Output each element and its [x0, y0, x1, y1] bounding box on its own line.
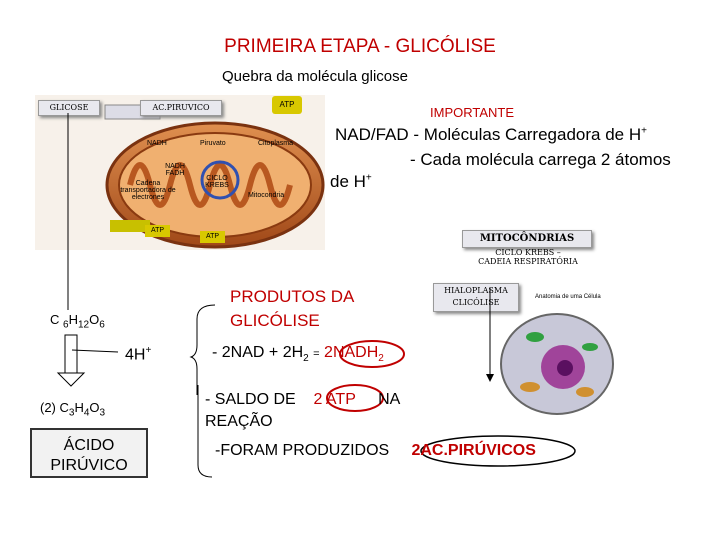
- nadh-label: NADH: [147, 140, 167, 147]
- page-title: PRIMEIRA ETAPA - GLICÓLISE: [224, 36, 496, 57]
- pyruvate-formula: (2) C3H4O3: [40, 400, 106, 419]
- mitocondria-label: Mitocondria: [248, 192, 285, 199]
- acpiruvico-label: AC.PIRUVICO: [140, 100, 222, 116]
- atp-badge-1: ATP: [145, 225, 170, 237]
- nad-line-1: NAD/FAD - Moléculas Carregadora de H+: [335, 125, 647, 144]
- important-label: IMPORTANTE: [430, 105, 515, 120]
- mitocondrias-label: MITOCÔNDRIAS: [462, 230, 592, 248]
- cell-title: Anatomia de uma Célula: [535, 294, 601, 300]
- cell-diagram: [500, 313, 614, 415]
- ciclo-krebs-label: CICLO KREBS: [205, 175, 229, 189]
- citoplasma-label: Citoplasma: [258, 140, 294, 147]
- cadeia-label: Cadena transportadora de electrones: [120, 180, 176, 201]
- nad-line-3: de H+: [330, 172, 372, 191]
- produtos-heading: PRODUTOS DA GLICÓLISE: [230, 287, 355, 330]
- glicose-label: GLICOSE: [38, 100, 100, 116]
- hydrogen-ions: 4H+: [125, 345, 152, 364]
- page-subtitle: Quebra da molécula glicose: [222, 68, 408, 85]
- mitochondria-diagram: [35, 95, 325, 250]
- nadh-fadh-label: NADH FADH: [165, 163, 185, 177]
- piruvato-label: Piruvato: [200, 140, 226, 147]
- ciclo-cadeia-label: CICLO KREBS – CADEIA RESPIRATÓRIA: [478, 248, 578, 266]
- hialoplasma-label: HIALOPLASMA CLICÓLISE: [433, 283, 519, 312]
- acido-piruvico-box: ÁCIDO PIRÚVICO: [30, 428, 148, 478]
- atp-badge-2: ATP: [200, 231, 225, 243]
- atp-top-badge: ATP: [272, 96, 302, 114]
- saldo-text: - SALDO DE 2 ATP NA REAÇÃO: [205, 391, 401, 430]
- nad-equation: - 2NAD + 2H2 = 2NADH2: [212, 344, 384, 365]
- glucose-formula: C 6H12O6: [50, 312, 105, 331]
- produzidos-text: -FORAM PRODUZIDOS 2AC.PIRÚVICOS: [215, 442, 536, 459]
- nad-line-2: - Cada molécula carrega 2 átomos: [410, 150, 671, 169]
